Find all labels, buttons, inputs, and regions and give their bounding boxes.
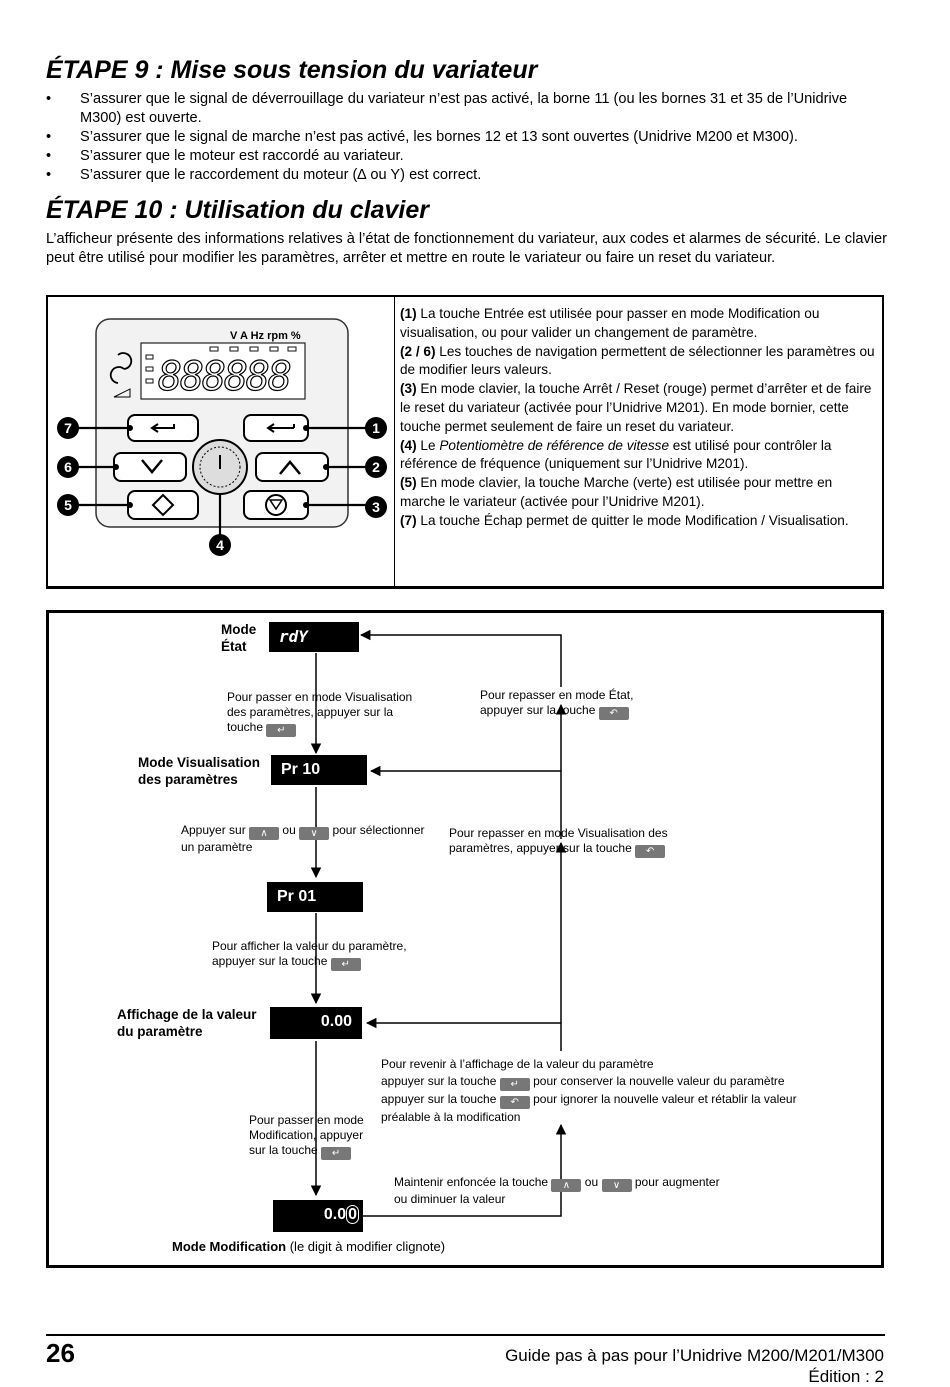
enter-key-icon: ↵ — [330, 958, 361, 971]
desc-5: (5) En mode clavier, la touche Marche (v… — [400, 475, 833, 509]
mode-visu-label: Mode Visualisation des paramètres — [138, 755, 261, 787]
step9-title: ÉTAPE 9 : Mise sous tension du variateur — [46, 56, 538, 84]
step10-title: ÉTAPE 10 : Utilisation du clavier — [46, 196, 429, 224]
flow-connectors — [310, 629, 567, 1217]
mode-etat-label: Mode État — [221, 622, 257, 654]
callout-4 — [209, 534, 231, 556]
note-back-visu: Pour repasser en mode Visualisation des … — [449, 826, 668, 858]
callout-6 — [57, 456, 79, 478]
callout-1 — [365, 417, 387, 439]
units-label: V A Hz rpm % — [230, 330, 301, 342]
svg-text:5: 5 — [64, 497, 72, 513]
display-pr01: Pr 01 — [267, 882, 363, 912]
keypad-descriptions: (1) La touche Entrée est utilisée pour p… — [400, 305, 880, 531]
blinking-digit: 0 — [346, 1205, 359, 1224]
step9-bullets: S’assurer que le signal de déverrouillag… — [46, 90, 891, 185]
enter-key-icon: ↵ — [499, 1078, 530, 1091]
list-item: S’assurer que le moteur est raccordé au … — [46, 147, 891, 166]
display-pr10: Pr 10 — [271, 755, 367, 785]
note-back-value: Pour revenir à l’affichage de la valeur … — [381, 1057, 797, 1124]
footer-text: Guide pas à pas pour l’Unidrive M200/M20… — [505, 1345, 884, 1387]
step10-intro: L’afficheur présente des informations re… — [46, 231, 887, 266]
note-back-etat: Pour repasser en mode État, appuyer sur … — [480, 688, 634, 720]
svg-text:7: 7 — [64, 420, 72, 436]
note-to-modify: Pour passer en mode Modification, appuye… — [249, 1113, 364, 1160]
display-rdy: rdY — [269, 622, 359, 652]
list-item: S’assurer que le signal de marche n’est … — [46, 128, 891, 147]
footer-rule — [46, 1334, 885, 1336]
svg-text:6: 6 — [64, 459, 72, 475]
svg-text:3: 3 — [372, 499, 380, 515]
up-key-icon: ∧ — [551, 1179, 582, 1192]
svg-text:2: 2 — [372, 459, 380, 475]
keypad-illustration: V A Hz rpm % 888888 — [48, 297, 395, 587]
up-key[interactable] — [255, 452, 329, 482]
note-show-value: Pour afficher la valeur du paramètre, ap… — [212, 939, 407, 971]
callout-7 — [57, 417, 79, 439]
enter-key-icon: ↵ — [321, 1147, 352, 1160]
callout-3 — [365, 496, 387, 518]
note-to-visu: Pour passer en mode Visualisation des pa… — [227, 690, 413, 737]
display-digits: 888888 — [158, 354, 292, 400]
list-item: S’assurer que le raccordement du moteur … — [46, 166, 891, 185]
keypad-box: V A Hz rpm % 888888 — [46, 295, 884, 589]
guide-title: Guide pas à pas pour l’Unidrive M200/M20… — [505, 1346, 884, 1365]
down-key[interactable] — [113, 452, 187, 482]
keypad-flow-diagram: Mode État rdY Mode Visualisation des par… — [46, 610, 884, 1268]
mode-valeur-label: Affichage de la valeur du paramètre — [117, 1007, 257, 1039]
callout-2 — [365, 456, 387, 478]
escape-key-icon: ↶ — [635, 845, 666, 858]
edition: Édition : 2 — [808, 1367, 884, 1386]
down-key-icon: ∨ — [601, 1179, 632, 1192]
desc-1: (1) La touche Entrée est utilisée pour p… — [400, 306, 820, 340]
list-item: S’assurer que le signal de déverrouillag… — [46, 90, 891, 128]
display-value: 0.00 — [270, 1007, 362, 1039]
desc-7: (7) La touche Échap permet de quitter le… — [400, 512, 849, 528]
desc-2-6: (2 / 6) Les touches de navigation permet… — [400, 343, 875, 378]
down-key-icon: ∨ — [299, 827, 330, 840]
enter-key-icon: ↵ — [266, 724, 297, 737]
callout-5 — [57, 494, 79, 516]
page-number: 26 — [46, 1338, 75, 1368]
desc-3: (3) En mode clavier, la touche Arrêt / R… — [400, 381, 872, 434]
desc-4: (4) Le Potentiomètre de référence de vit… — [400, 437, 832, 472]
escape-key-icon: ↶ — [499, 1096, 530, 1109]
svg-text:4: 4 — [216, 537, 224, 553]
up-key-icon: ∧ — [249, 827, 280, 840]
svg-text:1: 1 — [372, 420, 380, 436]
note-hold-key: Maintenir enfoncée la touche ∧ ou ∨ pour… — [394, 1175, 720, 1206]
escape-key-icon: ↶ — [598, 707, 629, 720]
mode-modification-label: Mode Modification (le digit à modifier c… — [172, 1239, 446, 1254]
